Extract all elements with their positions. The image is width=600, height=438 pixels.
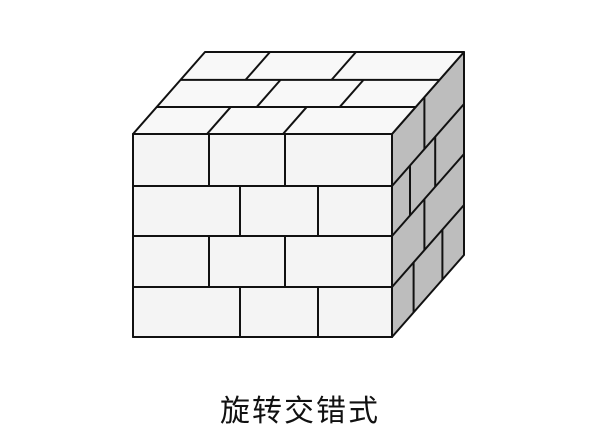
front-brick — [208, 133, 286, 187]
top-cross-seam — [206, 106, 232, 135]
front-outline — [132, 133, 393, 338]
front-brick — [239, 286, 319, 338]
top-cross-seam — [244, 51, 271, 81]
front-brick — [284, 133, 393, 187]
front-brick — [132, 286, 241, 338]
front-brick — [132, 185, 241, 237]
side-course-line — [391, 103, 465, 187]
top-cross-seam — [256, 79, 282, 108]
top-cross-seam — [282, 106, 308, 135]
top-cross-seam — [339, 79, 365, 108]
front-brick — [132, 235, 210, 288]
front-brick — [208, 235, 286, 288]
front-brick — [317, 286, 393, 338]
front-brick — [284, 235, 393, 288]
top-cross-seam — [330, 51, 357, 81]
side-course-line — [391, 204, 465, 288]
front-brick — [239, 185, 319, 237]
figure-caption: 旋转交错式 — [220, 394, 380, 429]
brick-blocks — [132, 51, 465, 338]
front-brick — [317, 185, 393, 237]
front-brick — [132, 133, 210, 187]
side-course-line — [391, 153, 465, 237]
